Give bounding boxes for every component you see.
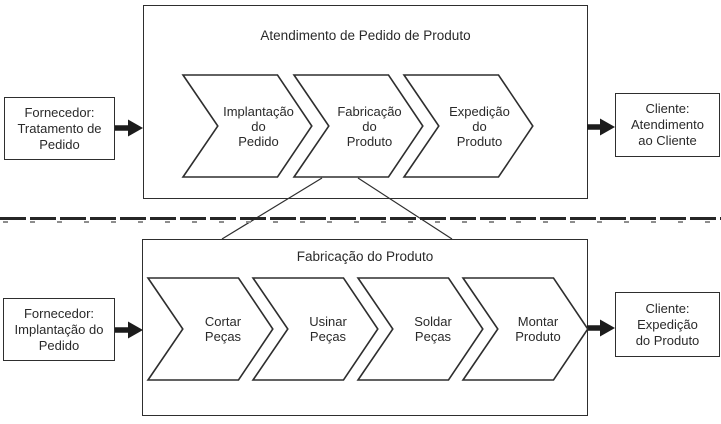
macro-process-title: Atendimento de Pedido de Produto: [260, 28, 471, 43]
macro-process-box: Atendimento de Pedido de Produto: [143, 5, 588, 199]
client-box-top: Cliente: Atendimento ao Cliente: [615, 93, 720, 157]
client-box-bottom-label: Cliente: Expedição do Produto: [635, 300, 700, 348]
supplier-box-bottom: Fornecedor: Implantação do Pedido: [3, 298, 115, 361]
process-step-chevron-montar: Montar Produto: [461, 277, 589, 381]
sub-process-title: Fabricação do Produto: [296, 249, 434, 264]
client-box-top-label: Cliente: Atendimento ao Cliente: [631, 101, 704, 148]
process-step-label: Soldar Peças: [414, 314, 452, 344]
client-box-bottom: Cliente: Expedição do Produto: [615, 292, 720, 357]
chevron-shape-icon: [461, 277, 589, 381]
zoom-connector-lines: [221, 177, 453, 240]
process-step-label: Montar Produto: [515, 314, 561, 344]
flow-arrow-icon-top-right: [587, 118, 615, 136]
flow-arrow-icon-bottom-right: [587, 319, 615, 337]
process-step-chevron-fabricacao: Fabricação do Produto: [292, 74, 424, 178]
flow-arrow-icon-bottom-left: [115, 321, 143, 339]
chevron-shape-icon: [402, 74, 534, 178]
process-step-label: Usinar Peças: [309, 314, 347, 344]
process-step-label: Implantação do Pedido: [223, 103, 294, 149]
process-step-chevron-soldar: Soldar Peças: [356, 277, 484, 381]
chevron-shape-icon: [146, 277, 274, 381]
boundary-divider-line: [0, 217, 721, 220]
process-step-label: Expedição do Produto: [449, 103, 510, 149]
flow-arrow-icon-top-left: [115, 119, 143, 137]
chevron-shape-icon: [251, 277, 379, 381]
supplier-box-top-label: Fornecedor: Tratamento de Pedido: [17, 104, 102, 152]
process-step-chevron-usinar: Usinar Peças: [251, 277, 379, 381]
chevron-shape-icon: [292, 74, 424, 178]
process-step-chevron-expedicao: Expedição do Produto: [402, 74, 534, 178]
process-step-label: Cortar Peças: [204, 314, 242, 344]
supplier-box-bottom-label: Fornecedor: Implantação do Pedido: [14, 305, 104, 353]
process-step-chevron-cortar: Cortar Peças: [146, 277, 274, 381]
process-step-chevron-implantacao: Implantação do Pedido: [181, 74, 313, 178]
chevron-shape-icon: [181, 74, 313, 178]
boundary-divider-line-ticks: [3, 221, 721, 223]
supplier-box-top: Fornecedor: Tratamento de Pedido: [4, 97, 115, 160]
chevron-shape-icon: [356, 277, 484, 381]
process-step-label: Fabricação do Produto: [337, 103, 402, 149]
